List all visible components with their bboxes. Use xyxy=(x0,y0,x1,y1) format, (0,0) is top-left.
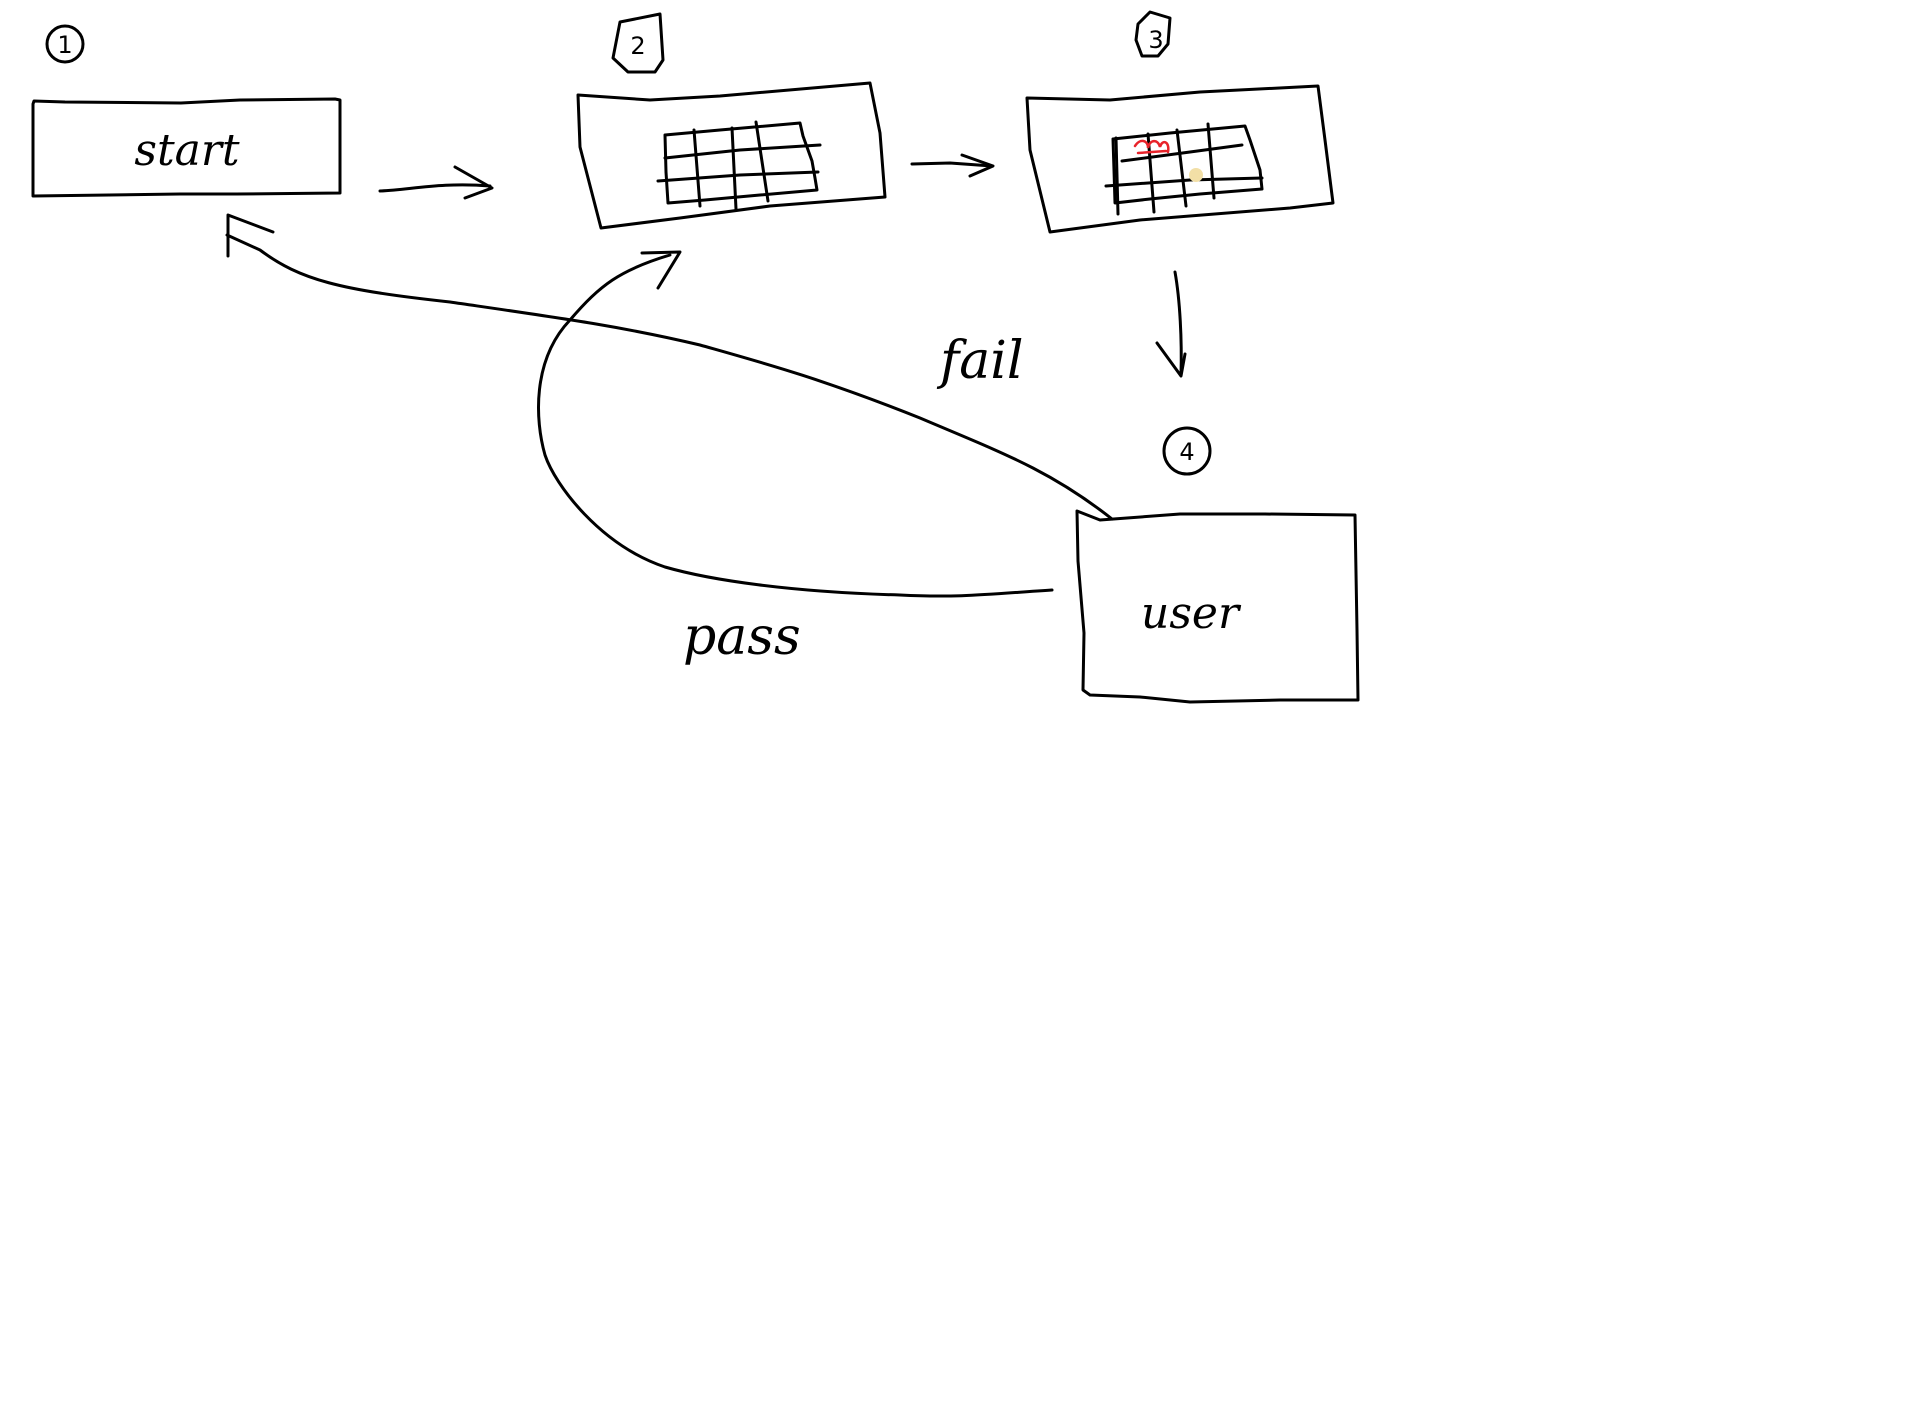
highlight-mark xyxy=(1133,139,1170,155)
fail-label: fail xyxy=(936,331,1024,391)
step-2-badge: 2 xyxy=(611,12,665,74)
step-2-number: 2 xyxy=(630,32,645,60)
step-2-grid xyxy=(656,120,822,211)
arrow-step2-to-step3 xyxy=(910,153,995,178)
step-3-screen[interactable] xyxy=(1025,84,1335,234)
pass-label: pass xyxy=(683,607,801,667)
step-2-screen[interactable] xyxy=(576,81,887,230)
arrow-start-to-step2 xyxy=(378,165,494,200)
pass-edge-user-to-step2 xyxy=(537,250,1054,598)
fail-edge-user-to-start xyxy=(225,213,1114,521)
step-3-grid xyxy=(1104,122,1264,216)
step-4-badge: 4 xyxy=(1162,426,1212,476)
user-box[interactable]: user xyxy=(1075,509,1360,704)
start-label: start xyxy=(134,125,240,176)
user-label: user xyxy=(1141,588,1242,639)
step-4-number: 4 xyxy=(1179,438,1194,466)
step-1-badge: 1 xyxy=(45,24,85,64)
step-3-number: 3 xyxy=(1148,26,1163,54)
tan-dot xyxy=(1189,168,1203,182)
step-3-badge: 3 xyxy=(1134,10,1172,58)
step-1-number: 1 xyxy=(57,31,72,59)
start-box[interactable]: start xyxy=(31,97,342,198)
arrow-step3-to-user xyxy=(1155,270,1187,378)
